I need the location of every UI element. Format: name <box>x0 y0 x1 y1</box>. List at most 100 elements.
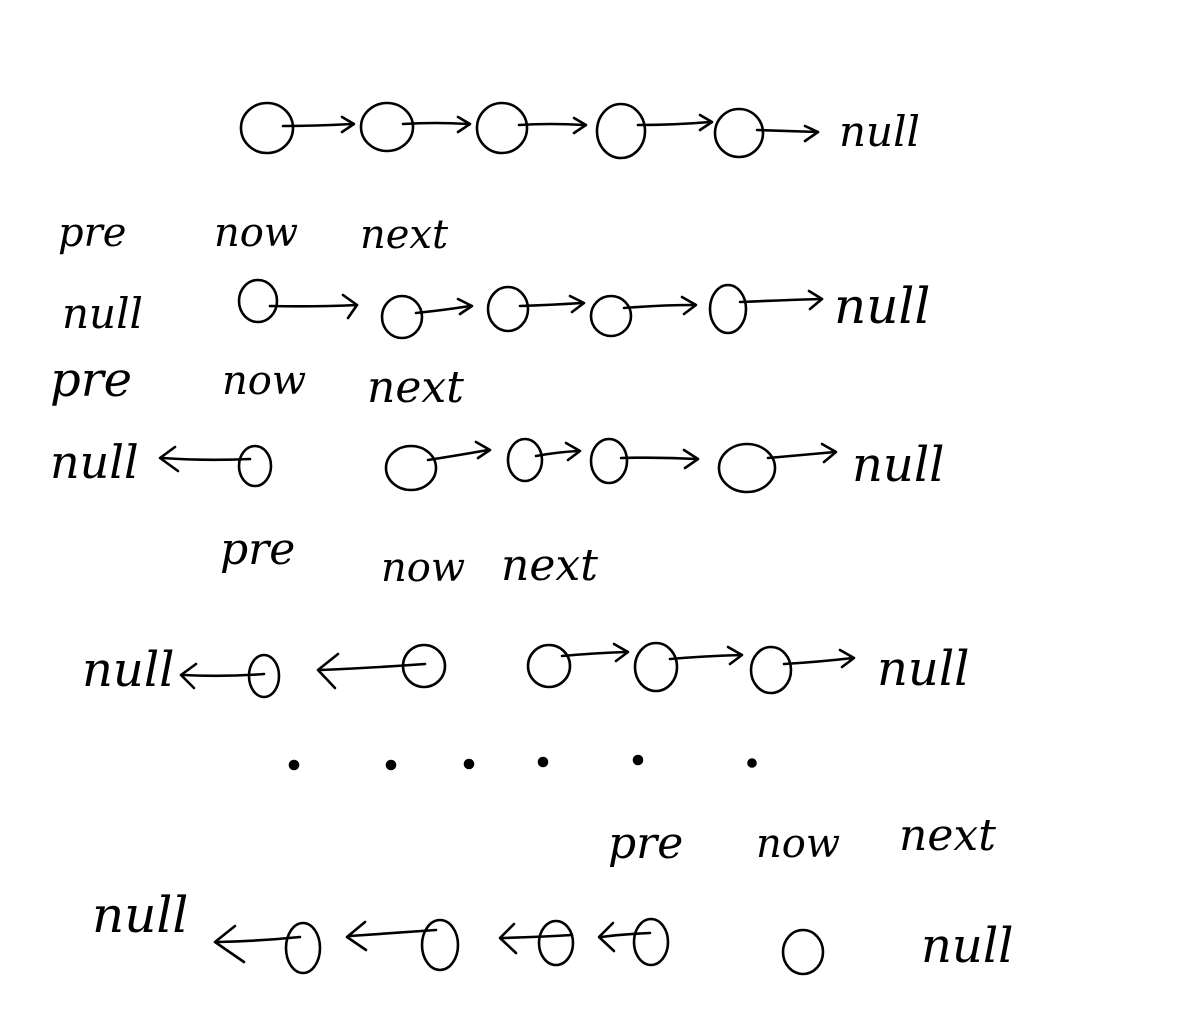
pre-null-label: null <box>92 886 188 944</box>
ellipsis <box>288 754 757 771</box>
arrow-head <box>682 448 700 470</box>
arrow-head <box>564 441 582 462</box>
list-node <box>475 101 529 155</box>
next-label: next <box>367 362 464 413</box>
list-node <box>380 294 424 340</box>
row-step-3: pre now next null null <box>82 524 970 699</box>
arrow-head <box>341 293 359 320</box>
forward-link <box>534 449 580 458</box>
list-node <box>239 101 295 155</box>
arrow-head <box>179 662 198 690</box>
forward-link <box>619 456 699 461</box>
list-node <box>589 294 633 338</box>
list-node <box>633 641 679 693</box>
ellipsis-dot <box>463 758 475 770</box>
list-node <box>247 653 281 699</box>
ellipsis-dot <box>632 754 644 766</box>
arrow-head <box>807 289 824 311</box>
reversed-link <box>501 933 574 940</box>
forward-link <box>518 301 584 308</box>
forward-link <box>766 450 837 460</box>
arrow-head <box>597 921 616 953</box>
list-node <box>237 444 273 488</box>
next-label: next <box>899 810 996 861</box>
list-node <box>506 437 544 483</box>
list-node <box>526 643 572 689</box>
forward-link <box>782 656 855 666</box>
forward-link <box>426 448 490 462</box>
arrow-head <box>838 648 856 669</box>
arrow-head <box>158 445 180 473</box>
tail-null-label: null <box>839 107 920 156</box>
ellipsis-dot <box>288 759 300 771</box>
forward-link <box>281 122 354 128</box>
forward-link <box>622 303 696 310</box>
pre-label: pre <box>608 818 683 869</box>
arrow-head <box>803 124 820 143</box>
pre-label: pre <box>50 352 132 408</box>
arrow-head <box>340 115 356 134</box>
row-final: pre now next null null <box>92 810 1014 976</box>
ellipsis-dot <box>537 756 549 768</box>
list-node <box>486 285 530 333</box>
reversed-link <box>160 456 252 462</box>
list-node <box>749 645 793 695</box>
row-step-2: pre now next null null <box>50 352 945 494</box>
now-label: now <box>214 210 298 256</box>
arrow-head <box>456 297 474 316</box>
reversed-link <box>216 935 302 944</box>
list-node <box>537 919 575 967</box>
list-node <box>717 442 777 494</box>
arrow-head <box>213 924 246 964</box>
list-node <box>420 918 460 972</box>
pre-null-label: null <box>82 642 175 698</box>
reversed-link <box>181 672 266 678</box>
ellipsis-dot <box>385 759 397 771</box>
reversed-link <box>318 662 427 672</box>
reversed-link <box>599 931 652 939</box>
forward-link <box>414 304 472 315</box>
now-label: now <box>381 545 465 591</box>
forward-link <box>668 653 743 661</box>
next-label: next <box>360 212 449 258</box>
pre-null-label: null <box>50 435 139 489</box>
arrow-head <box>820 442 838 464</box>
forward-link <box>636 120 712 127</box>
list-node <box>384 444 438 492</box>
list-node <box>284 921 322 975</box>
list-node <box>237 278 279 324</box>
list-node <box>708 283 748 335</box>
ellipsis-dot <box>747 758 757 768</box>
forward-link <box>755 128 820 134</box>
arrow-head <box>456 115 472 134</box>
pre-null-label: null <box>62 289 143 338</box>
tail-null-label: null <box>852 437 945 493</box>
arrow-head <box>698 113 714 132</box>
next-label: next <box>501 540 598 591</box>
forward-link <box>401 121 470 126</box>
forward-link <box>268 303 359 308</box>
arrow-head <box>612 642 630 663</box>
arrow-head <box>568 294 586 314</box>
list-node <box>781 928 825 976</box>
list-node <box>401 643 447 689</box>
now-label: now <box>756 821 840 867</box>
arrow-head <box>726 645 744 666</box>
arrow-head <box>572 116 588 135</box>
arrow-head <box>474 440 492 460</box>
list-node <box>632 917 670 967</box>
pre-label: pre <box>220 524 295 575</box>
list-node <box>595 102 647 160</box>
tail-null-label: null <box>877 641 970 697</box>
now-label: now <box>222 358 306 404</box>
forward-link <box>738 297 824 304</box>
row-initial: null <box>239 101 920 160</box>
forward-link <box>517 122 586 127</box>
list-node <box>589 437 629 485</box>
reversed-link <box>348 928 438 938</box>
arrow-head <box>498 922 518 955</box>
arrow-head <box>680 295 698 316</box>
tail-null-label: null <box>834 277 930 335</box>
arrow-head <box>345 920 368 952</box>
